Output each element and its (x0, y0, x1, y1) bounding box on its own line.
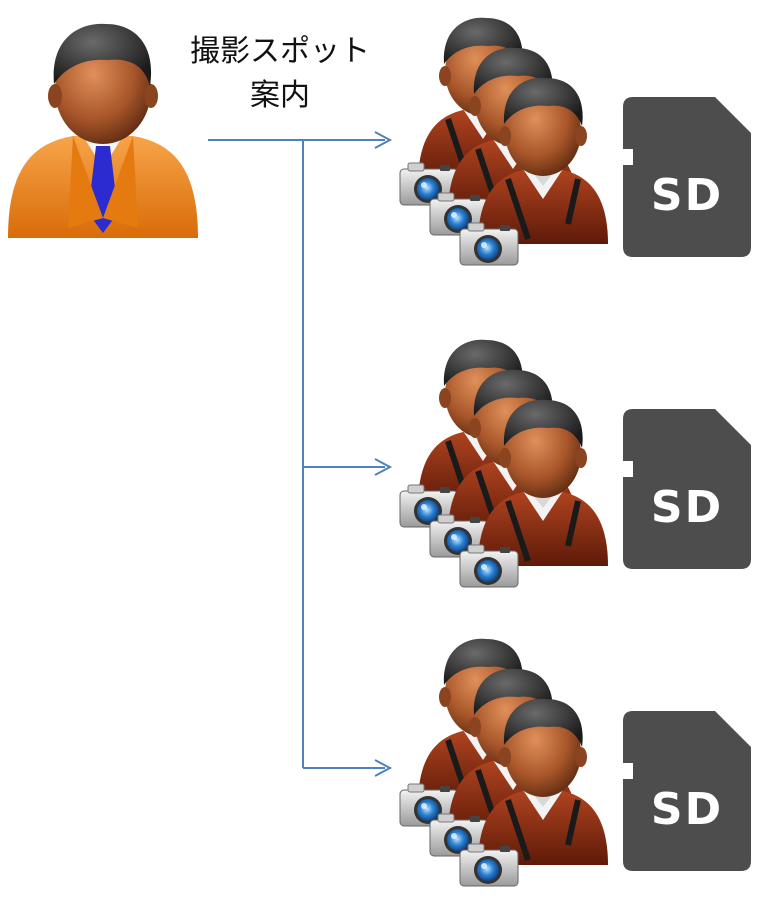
arrow-head-2 (374, 458, 393, 476)
sd-card-label-3: SD (651, 784, 723, 835)
sd-card-icon-2: SD (623, 409, 751, 569)
sd-card-icon-3: SD (623, 711, 751, 871)
photographer-group-2 (400, 340, 608, 587)
photographer-group-1 (400, 18, 608, 265)
arrow-head-1 (374, 131, 393, 149)
instruction-caption: 撮影スポット 案内 (180, 30, 380, 118)
photographer-group-3 (400, 639, 608, 886)
sd-card-label-1: SD (651, 170, 723, 221)
arrowheads (374, 131, 393, 777)
instruction-line-1: 撮影スポット (190, 34, 370, 69)
instruction-line-2: 案内 (250, 78, 310, 113)
sd-card-label-2: SD (651, 482, 723, 533)
connector-lines (208, 139, 385, 769)
sd-card-icon-1: SD (623, 97, 751, 257)
arrow-head-3 (374, 759, 393, 777)
guide-person-icon (8, 23, 198, 238)
